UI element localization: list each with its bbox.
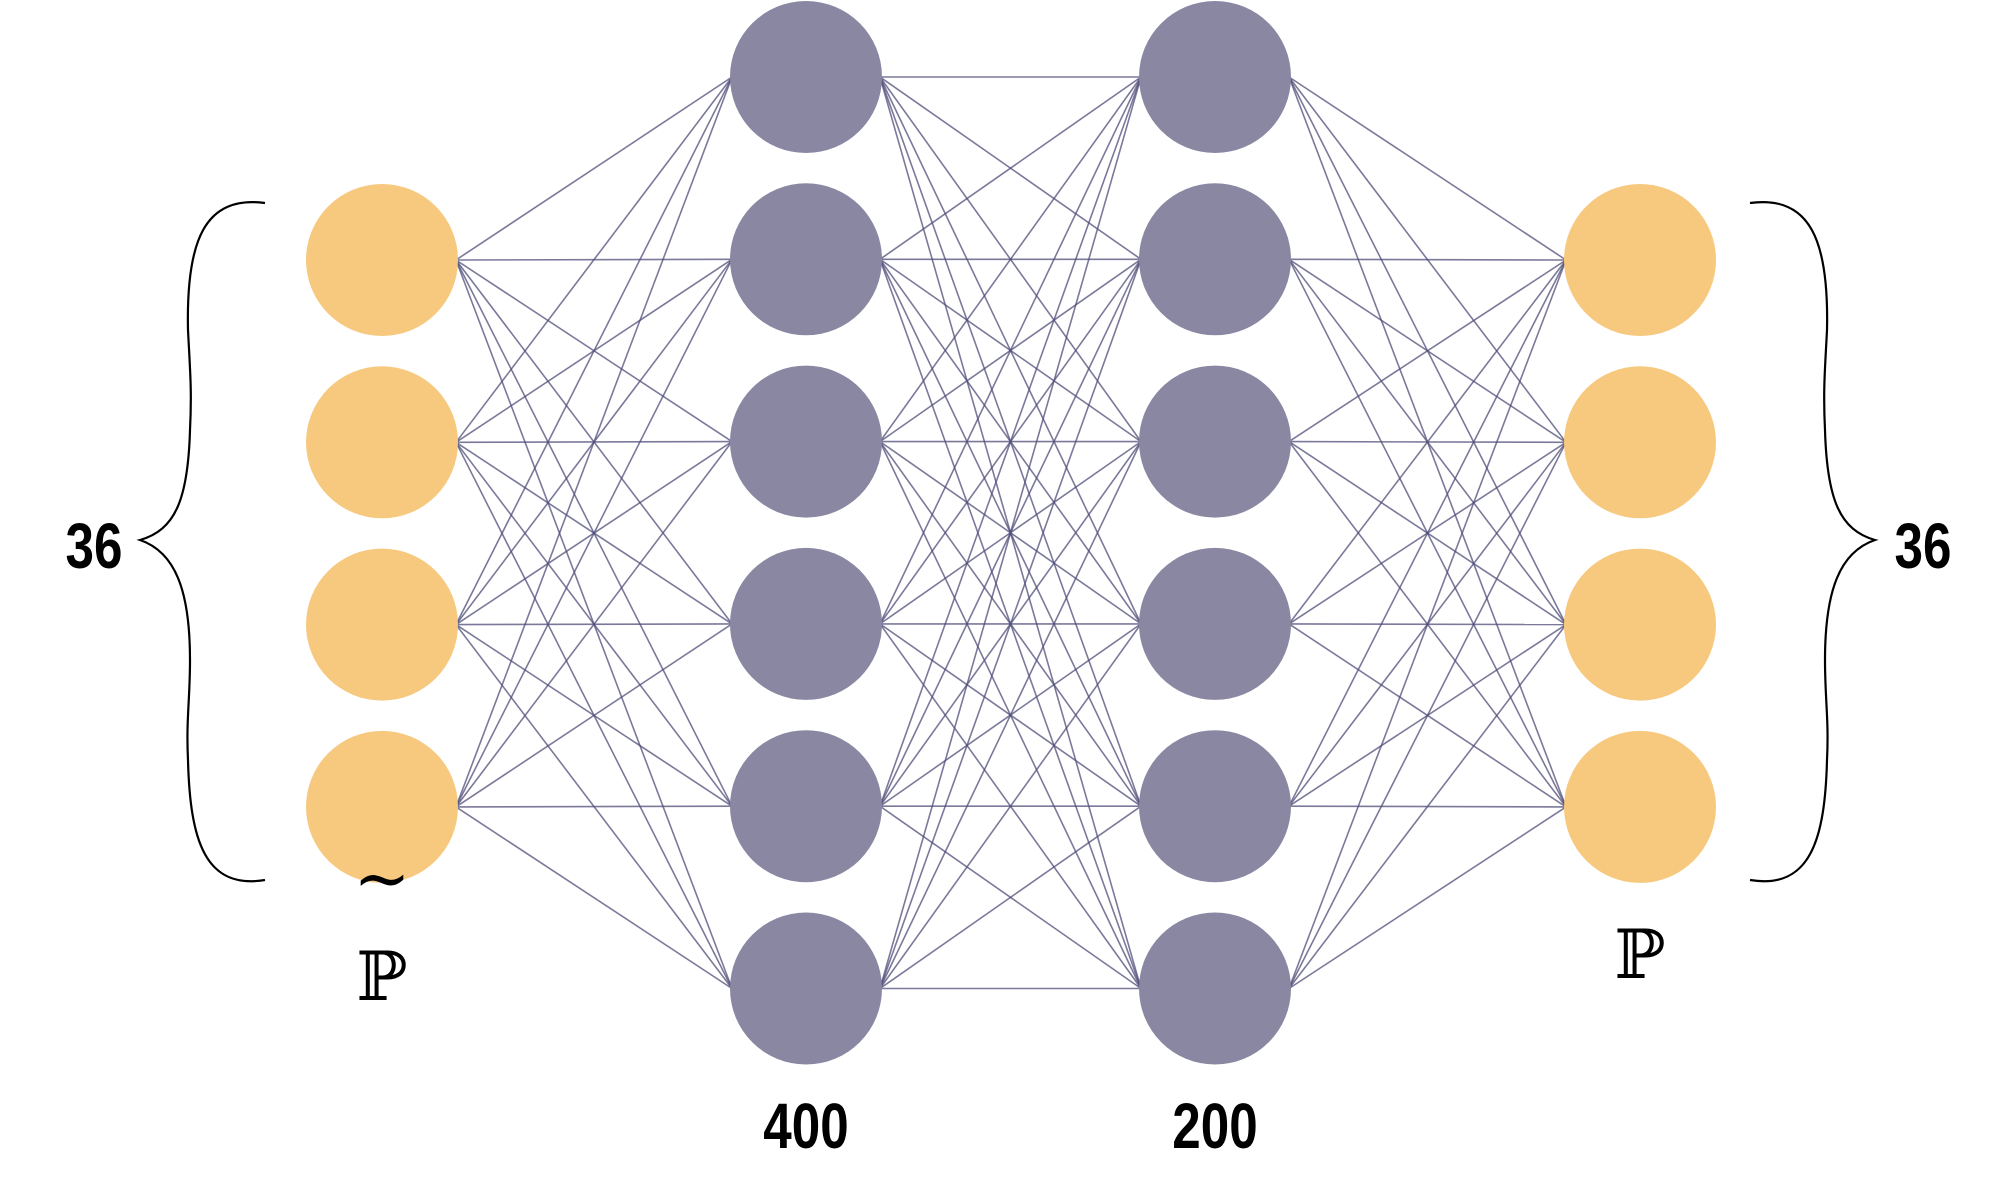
edge-hidden2-5-output-3 <box>1288 806 1567 990</box>
edge-input-2-hidden1-0 <box>455 76 733 625</box>
hidden2-node-3 <box>1139 547 1291 700</box>
input-node-0 <box>306 184 458 336</box>
output-node-2 <box>1564 548 1716 701</box>
edge-hidden1-5-hidden2-3 <box>879 623 1142 989</box>
edge-hidden2-3-output-0 <box>1288 259 1567 625</box>
output-symbol: ℙ <box>1614 916 1665 995</box>
edge-hidden1-4-hidden2-0 <box>879 76 1142 807</box>
edge-hidden2-5-output-2 <box>1288 624 1567 989</box>
edge-hidden2-4-output-0 <box>1288 259 1567 807</box>
hidden2-node-2 <box>1139 365 1291 518</box>
edge-hidden2-5-output-1 <box>1288 441 1567 989</box>
hidden2-node-5 <box>1139 912 1291 1065</box>
hidden2-node-0 <box>1139 1 1291 153</box>
edge-hidden1-2-hidden2-0 <box>879 76 1142 443</box>
edge-input-3-hidden1-5 <box>455 806 733 990</box>
output-node-0 <box>1564 184 1716 336</box>
left-brace <box>136 201 266 883</box>
edge-input-1-hidden1-0 <box>455 76 733 443</box>
edge-input-3-hidden1-0 <box>455 76 733 808</box>
edge-hidden2-5-output-0 <box>1288 259 1567 989</box>
hidden1-node-1 <box>730 183 882 336</box>
hidden1-node-5 <box>730 912 882 1065</box>
edge-hidden1-3-hidden2-0 <box>879 76 1142 625</box>
hidden2-node-1 <box>1139 183 1291 336</box>
hidden1-size-label: 400 <box>763 1092 848 1163</box>
hidden1-node-3 <box>730 547 882 700</box>
edge-hidden2-2-output-0 <box>1288 259 1567 443</box>
input-symbol: ℙ <box>356 938 407 1017</box>
hidden1-node-4 <box>730 730 882 883</box>
right-brace <box>1749 201 1879 883</box>
edge-input-3-hidden1-2 <box>455 441 733 808</box>
output-node-3 <box>1564 730 1716 883</box>
input-size-label: 36 <box>66 512 123 583</box>
output-size-label: 36 <box>1895 512 1952 583</box>
hidden2-size-label: 200 <box>1172 1092 1257 1163</box>
edge-input-0-hidden1-0 <box>455 76 733 261</box>
edge-hidden2-0-output-0 <box>1288 76 1567 261</box>
input-node-3 <box>306 730 458 883</box>
edge-hidden2-1-output-0 <box>1288 258 1567 261</box>
output-node-1 <box>1564 366 1716 519</box>
input-tilde: ~ <box>354 840 411 919</box>
edge-input-3-hidden1-3 <box>455 623 733 808</box>
edge-hidden1-1-hidden2-0 <box>879 76 1142 260</box>
hidden2-node-4 <box>1139 730 1291 883</box>
input-node-2 <box>306 548 458 701</box>
edge-input-3-hidden1-1 <box>455 258 733 808</box>
hidden1-node-0 <box>730 1 882 153</box>
edge-input-3-hidden1-4 <box>455 805 733 808</box>
edge-hidden1-5-hidden2-2 <box>879 441 1142 989</box>
nodes <box>306 1 1716 1065</box>
input-node-1 <box>306 366 458 519</box>
edge-hidden1-5-hidden2-0 <box>879 76 1142 989</box>
hidden1-node-2 <box>730 365 882 518</box>
edges <box>455 76 1567 990</box>
edge-hidden1-5-hidden2-1 <box>879 259 1142 989</box>
edge-hidden1-5-hidden2-4 <box>879 805 1142 990</box>
